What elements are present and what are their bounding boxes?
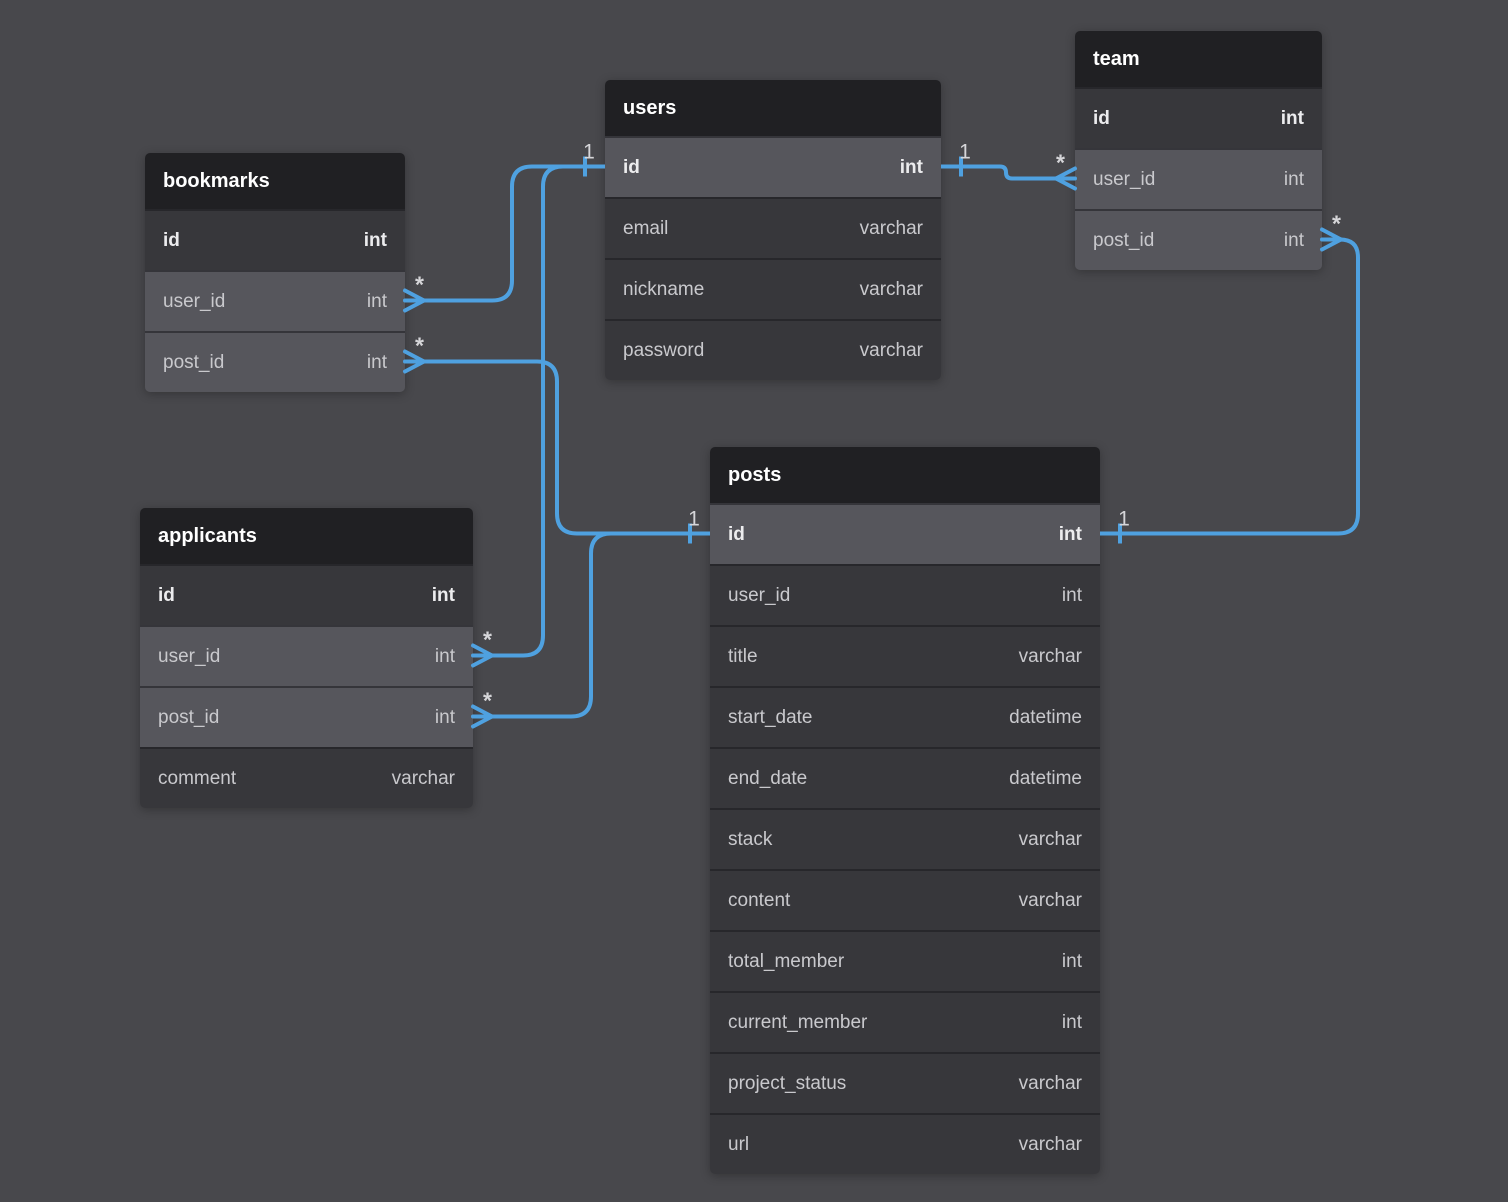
field-row-posts-stack: stack varchar [710,808,1100,869]
table-header-team: team [1075,31,1322,87]
field-name: url [728,1133,750,1155]
field-type: int [431,584,455,606]
field-type: datetime [1009,767,1082,789]
field-name: content [728,889,791,911]
field-name: title [728,645,758,667]
field-row-applicants-comment: comment varchar [140,747,473,808]
field-type: int [899,156,923,178]
field-type: varchar [1018,645,1082,667]
field-type: varchar [391,767,455,789]
field-type: int [1283,229,1304,251]
field-name: post_id [158,706,220,728]
field-row-users-nickname: nickname varchar [605,258,941,319]
field-name: start_date [728,706,813,728]
field-type: int [434,706,455,728]
field-type: int [363,229,387,251]
field-name: id [623,156,640,178]
field-row-posts-project_status: project_status varchar [710,1052,1100,1113]
field-row-users-id: id int [605,136,941,197]
table-title: users [623,96,677,119]
field-row-posts-id: id int [710,503,1100,564]
field-row-bookmarks-id: id int [145,209,405,270]
field-row-team-id: id int [1075,87,1322,148]
field-name: id [158,584,175,606]
field-name: nickname [623,278,705,300]
field-name: stack [728,828,773,850]
field-type: varchar [1018,1133,1082,1155]
field-name: project_status [728,1072,847,1094]
field-row-applicants-id: id int [140,564,473,625]
field-row-applicants-user_id: user_id int [140,625,473,686]
table-title: bookmarks [163,169,270,192]
field-type: varchar [859,217,923,239]
field-row-posts-user_id: user_id int [710,564,1100,625]
table-header-users: users [605,80,941,136]
field-name: post_id [163,351,225,373]
field-type: datetime [1009,706,1082,728]
table-title: team [1093,47,1140,70]
field-type: varchar [1018,889,1082,911]
field-type: int [1061,1011,1082,1033]
field-type: int [1058,523,1082,545]
field-row-applicants-post_id: post_id int [140,686,473,747]
table-header-applicants: applicants [140,508,473,564]
field-name: user_id [1093,168,1156,190]
field-row-bookmarks-user_id: user_id int [145,270,405,331]
field-type: int [366,351,387,373]
field-type: varchar [859,278,923,300]
field-row-posts-current_member: current_member int [710,991,1100,1052]
field-row-posts-title: title varchar [710,625,1100,686]
field-name: comment [158,767,237,789]
field-row-team-user_id: user_id int [1075,148,1322,209]
field-name: id [1093,107,1110,129]
field-name: user_id [158,645,221,667]
field-type: int [1061,584,1082,606]
field-name: password [623,339,705,361]
field-name: email [623,217,669,239]
field-row-users-email: email varchar [605,197,941,258]
field-name: user_id [728,584,791,606]
table-title: posts [728,463,782,486]
field-type: int [366,290,387,312]
field-name: id [163,229,180,251]
field-row-posts-url: url varchar [710,1113,1100,1174]
field-type: int [1061,950,1082,972]
table-header-posts: posts [710,447,1100,503]
table-title: applicants [158,524,257,547]
field-row-posts-end_date: end_date datetime [710,747,1100,808]
field-name: id [728,523,745,545]
field-name: total_member [728,950,845,972]
field-name: user_id [163,290,226,312]
field-row-team-post_id: post_id int [1075,209,1322,270]
field-type: varchar [1018,1072,1082,1094]
field-row-posts-total_member: total_member int [710,930,1100,991]
field-type: int [434,645,455,667]
field-type: varchar [859,339,923,361]
field-row-users-password: password varchar [605,319,941,380]
field-row-posts-content: content varchar [710,869,1100,930]
field-name: end_date [728,767,808,789]
field-type: int [1280,107,1304,129]
field-name: current_member [728,1011,868,1033]
table-header-bookmarks: bookmarks [145,153,405,209]
field-row-bookmarks-post_id: post_id int [145,331,405,392]
field-name: post_id [1093,229,1155,251]
field-type: varchar [1018,828,1082,850]
field-type: int [1283,168,1304,190]
field-row-posts-start_date: start_date datetime [710,686,1100,747]
